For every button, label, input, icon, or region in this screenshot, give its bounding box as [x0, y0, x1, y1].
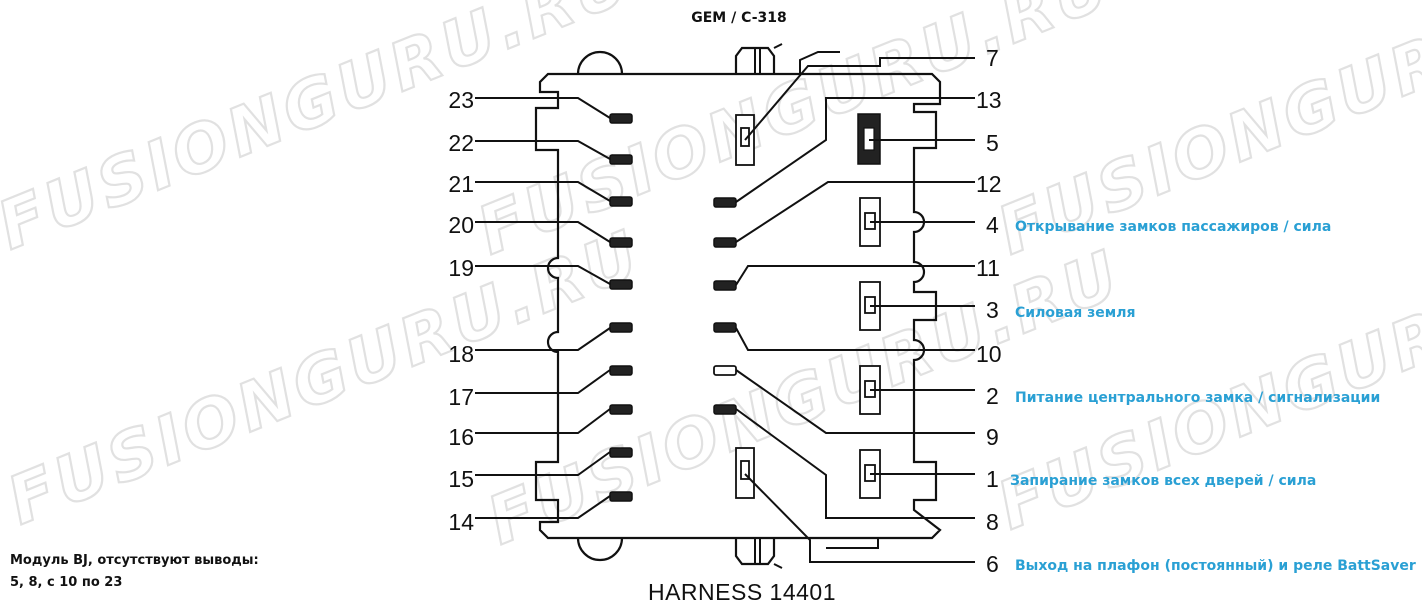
- pin-number-9: 9: [986, 424, 999, 450]
- left-leads: [475, 97, 611, 519]
- pin-label-6: Выход на плафон (постоянный) и реле Batt…: [1015, 558, 1416, 574]
- pin-number-15: 15: [448, 466, 474, 492]
- pin-number-14: 14: [448, 509, 474, 535]
- pin-number-16: 16: [448, 424, 474, 450]
- housing-outline: [534, 72, 942, 540]
- housing-top-bump: [576, 50, 624, 75]
- terminal-22: [609, 154, 633, 165]
- terminal-8: [713, 404, 737, 415]
- pin-number-13: 13: [976, 87, 1002, 113]
- module-note-line-1: Модуль BJ, отсутствуют выводы:: [10, 553, 259, 568]
- pin-label-3: Силовая земля: [1015, 305, 1135, 321]
- channel-bottom: [826, 538, 879, 549]
- terminal-13: [713, 197, 737, 208]
- pin-label-1: Запирание замков всех дверей / сила: [1010, 473, 1316, 489]
- pin-number-7: 7: [986, 45, 999, 71]
- terminal-9: [713, 365, 737, 376]
- terminal-21: [609, 196, 633, 207]
- pin-number-5: 5: [986, 130, 999, 156]
- terminal-20: [609, 237, 633, 248]
- pin-label-2: Питание центрального замка / сигнализаци…: [1015, 390, 1380, 406]
- pin-number-20: 20: [448, 212, 474, 238]
- terminal-19: [609, 279, 633, 290]
- pin-number-17: 17: [448, 384, 474, 410]
- terminal-10: [713, 322, 737, 333]
- terminal-15: [609, 447, 633, 458]
- housing-bottom-bump: [576, 537, 624, 562]
- pin-number-21: 21: [448, 171, 474, 197]
- pin-number-2: 2: [986, 383, 999, 409]
- terminal-14: [609, 491, 633, 502]
- pin-number-12: 12: [976, 171, 1002, 197]
- right-pin-numbers: 7 13 5 12 4 11 3 10 2 9 1 8 6: [976, 45, 1002, 577]
- right-leads: [735, 57, 975, 563]
- pin-number-19: 19: [448, 255, 474, 281]
- pin-number-18: 18: [448, 341, 474, 367]
- pin-number-1: 1: [986, 466, 999, 492]
- module-note-line-2: 5, 8, с 10 по 23: [10, 575, 122, 590]
- pin-number-6: 6: [986, 551, 999, 577]
- left-terminals: [609, 113, 633, 502]
- pin-number-3: 3: [986, 297, 999, 323]
- pin-number-22: 22: [448, 130, 474, 156]
- terminal-17: [609, 365, 633, 376]
- pin-labels: Открывание замков пассажиров / сила Сило…: [1010, 219, 1416, 574]
- terminal-11: [713, 280, 737, 291]
- pin-label-4: Открывание замков пассажиров / сила: [1015, 219, 1331, 235]
- pin-number-11: 11: [976, 255, 1000, 281]
- pin-number-4: 4: [986, 212, 999, 238]
- pin-number-23: 23: [448, 87, 474, 113]
- terminal-16: [609, 404, 633, 415]
- module-note: Модуль BJ, отсутствуют выводы: 5, 8, с 1…: [10, 553, 259, 590]
- pin-number-10: 10: [976, 341, 1002, 367]
- connector-housing: [534, 43, 942, 569]
- pin-number-8: 8: [986, 509, 999, 535]
- diagram-title: GEM / C-318: [691, 10, 786, 26]
- terminal-12: [713, 237, 737, 248]
- harness-label: HARNESS 14401: [648, 579, 836, 605]
- terminal-23: [609, 113, 633, 124]
- left-pin-numbers: 23 22 21 20 19 18 17 16 15 14: [448, 87, 474, 535]
- terminal-18: [609, 322, 633, 333]
- channel-top: [799, 51, 840, 74]
